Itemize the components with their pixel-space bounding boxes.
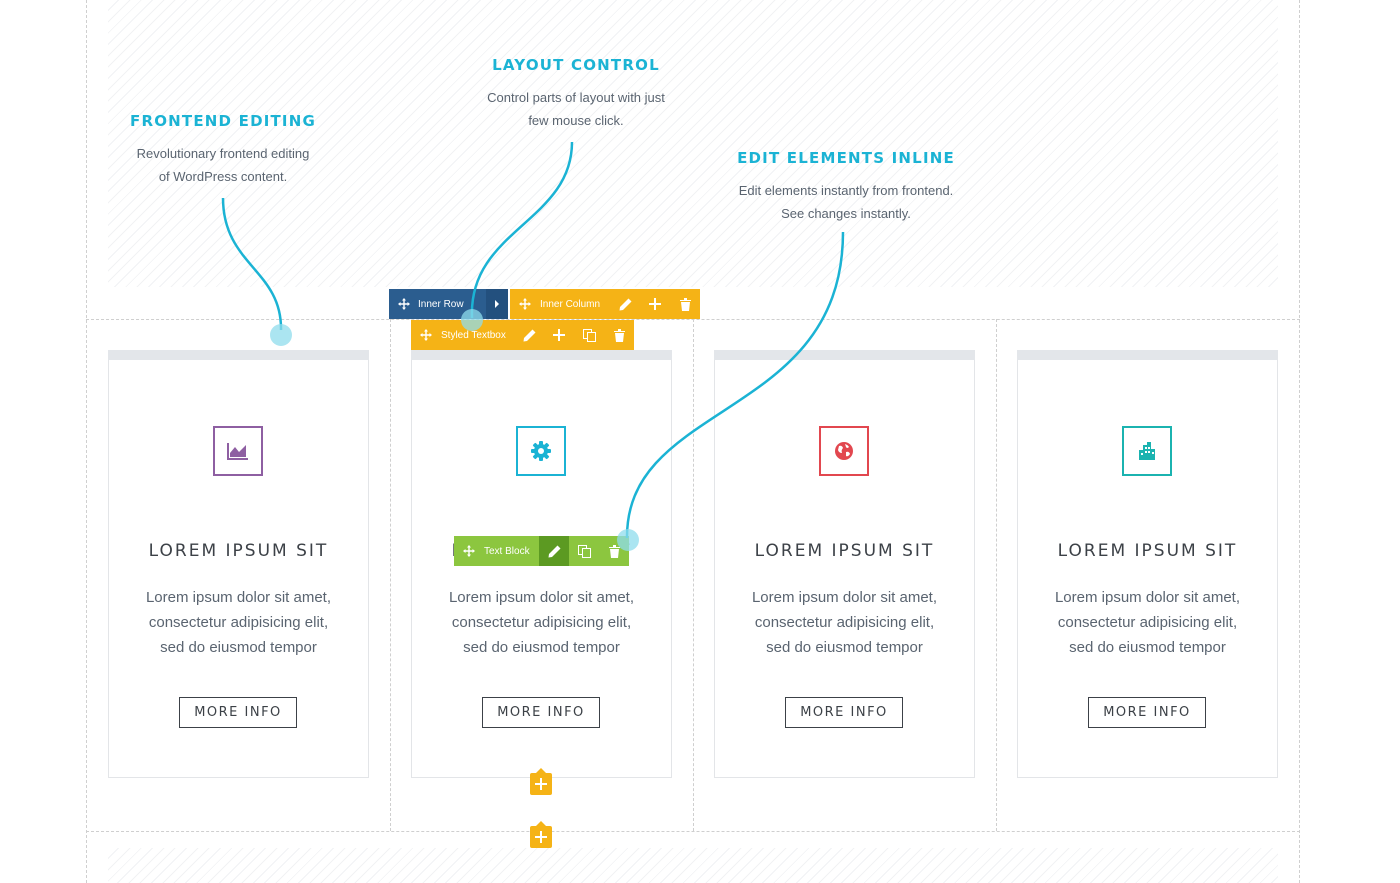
callout-description: Control parts of layout with just few mo… bbox=[446, 86, 706, 132]
card-text-line: sed do eiusmod tempor bbox=[766, 639, 923, 656]
styled-textbox-toolbar: Styled Textbox bbox=[411, 320, 634, 350]
row-guide-bottom bbox=[86, 831, 1300, 832]
column-guide-2 bbox=[693, 319, 694, 831]
move-icon[interactable] bbox=[510, 289, 540, 319]
card-text: Lorem ipsum dolor sit amet, consectetur … bbox=[1038, 585, 1257, 660]
card-title: LOREM IPSUM SIT bbox=[148, 541, 329, 561]
plus-icon bbox=[535, 831, 547, 843]
card-title: LOREM IPSUM SIT bbox=[1057, 541, 1238, 561]
inner-row-toolbar: Inner Row Inner Column bbox=[389, 289, 700, 319]
edit-pencil-icon[interactable] bbox=[610, 289, 640, 319]
trash-icon[interactable] bbox=[599, 536, 629, 566]
card-text-line: Lorem ipsum dolor sit amet, bbox=[751, 589, 938, 606]
card-text-line: Lorem ipsum dolor sit amet, bbox=[145, 589, 332, 606]
card-top-bar bbox=[1017, 350, 1278, 360]
feature-card: LOREM IPSUM SIT Lorem ipsum dolor sit am… bbox=[714, 350, 975, 778]
callout-desc-line: Revolutionary frontend editing bbox=[136, 146, 310, 161]
inner-row-expand[interactable] bbox=[486, 289, 508, 319]
more-info-button[interactable]: MORE INFO bbox=[482, 697, 600, 728]
callout-description: Revolutionary frontend editing of WordPr… bbox=[98, 142, 348, 188]
edit-pencil-icon[interactable] bbox=[539, 536, 569, 566]
column-guide-3 bbox=[996, 319, 997, 831]
move-icon[interactable] bbox=[389, 289, 419, 319]
add-element-button[interactable] bbox=[530, 768, 552, 795]
callout-title: LAYOUT CONTROL bbox=[492, 56, 660, 74]
plus-icon bbox=[535, 778, 547, 790]
card-top-bar bbox=[411, 350, 672, 360]
chart-icon bbox=[213, 426, 263, 476]
duplicate-icon[interactable] bbox=[569, 536, 599, 566]
card-top-bar bbox=[714, 350, 975, 360]
callout-desc-line: Control parts of layout with just bbox=[487, 90, 665, 105]
gear-icon bbox=[516, 426, 566, 476]
card-text-line: consectetur adipisicing elit, bbox=[451, 614, 632, 631]
inner-row-label: Inner Row bbox=[418, 298, 464, 310]
card-text-line: sed do eiusmod tempor bbox=[160, 639, 317, 656]
more-info-button[interactable]: MORE INFO bbox=[1088, 697, 1206, 728]
text-block-handle[interactable]: Text Block bbox=[454, 536, 629, 566]
inner-column-toolbar[interactable]: Inner Column bbox=[510, 289, 700, 319]
globe-icon bbox=[819, 426, 869, 476]
callout-desc-line: Edit elements instantly from frontend. bbox=[738, 183, 954, 198]
callout-title: EDIT ELEMENTS INLINE bbox=[737, 149, 955, 167]
inner-column-label: Inner Column bbox=[540, 298, 601, 310]
card-text: Lorem ipsum dolor sit amet, consectetur … bbox=[129, 585, 348, 660]
building-icon bbox=[1122, 426, 1172, 476]
more-info-button[interactable]: MORE INFO bbox=[785, 697, 903, 728]
callout-edit-elements-inline: EDIT ELEMENTS INLINE Edit elements insta… bbox=[706, 149, 986, 225]
feature-card: LOREM IPSUM SIT Lorem ipsum dolor sit am… bbox=[108, 350, 369, 778]
callout-desc-line: few mouse click. bbox=[528, 113, 624, 128]
hatched-background-bottom bbox=[108, 848, 1278, 883]
feature-card: LOREM IPSUM SIT Lorem ipsum dolor sit am… bbox=[1017, 350, 1278, 778]
row-guide-top bbox=[86, 319, 1300, 320]
callout-desc-line: of WordPress content. bbox=[158, 169, 288, 184]
callout-layout-control: LAYOUT CONTROL Control parts of layout w… bbox=[446, 56, 706, 132]
move-icon[interactable] bbox=[411, 320, 441, 350]
card-text: Lorem ipsum dolor sit amet, consectetur … bbox=[432, 585, 651, 660]
caret-right-icon[interactable] bbox=[494, 300, 500, 308]
add-plus-icon[interactable] bbox=[640, 289, 670, 319]
card-text-line: consectetur adipisicing elit, bbox=[1057, 614, 1238, 631]
edit-pencil-icon[interactable] bbox=[514, 320, 544, 350]
card-text-line: Lorem ipsum dolor sit amet, bbox=[1054, 589, 1241, 606]
card-text-line: sed do eiusmod tempor bbox=[1069, 639, 1226, 656]
column-guide-1 bbox=[390, 319, 391, 831]
card-text-line: sed do eiusmod tempor bbox=[463, 639, 620, 656]
connector-dot-frontend bbox=[270, 324, 292, 346]
card-text-line: Lorem ipsum dolor sit amet, bbox=[448, 589, 635, 606]
layout-guide-left bbox=[86, 0, 87, 883]
styled-textbox-handle[interactable]: Styled Textbox bbox=[411, 320, 634, 350]
callout-desc-line: See changes instantly. bbox=[781, 206, 911, 221]
card-top-bar bbox=[108, 350, 369, 360]
card-title: LOREM IPSUM SIT bbox=[754, 541, 935, 561]
trash-icon[interactable] bbox=[670, 289, 700, 319]
card-text-line: consectetur adipisicing elit, bbox=[148, 614, 329, 631]
trash-icon[interactable] bbox=[604, 320, 634, 350]
connector-dot-layout bbox=[461, 309, 483, 331]
move-icon[interactable] bbox=[454, 536, 484, 566]
card-text-line: consectetur adipisicing elit, bbox=[754, 614, 935, 631]
add-plus-icon[interactable] bbox=[544, 320, 574, 350]
callout-title: FRONTEND EDITING bbox=[130, 112, 316, 130]
duplicate-icon[interactable] bbox=[574, 320, 604, 350]
callout-frontend-editing: FRONTEND EDITING Revolutionary frontend … bbox=[98, 112, 348, 188]
more-info-button[interactable]: MORE INFO bbox=[179, 697, 297, 728]
connector-dot-inline bbox=[617, 529, 639, 551]
text-block-label: Text Block bbox=[484, 545, 530, 557]
styled-textbox-label: Styled Textbox bbox=[441, 329, 506, 341]
card-text: Lorem ipsum dolor sit amet, consectetur … bbox=[735, 585, 954, 660]
layout-guide-right bbox=[1299, 0, 1300, 883]
text-block-toolbar: Text Block bbox=[454, 536, 629, 566]
add-row-button[interactable] bbox=[530, 821, 552, 848]
callout-description: Edit elements instantly from frontend. S… bbox=[706, 179, 986, 225]
